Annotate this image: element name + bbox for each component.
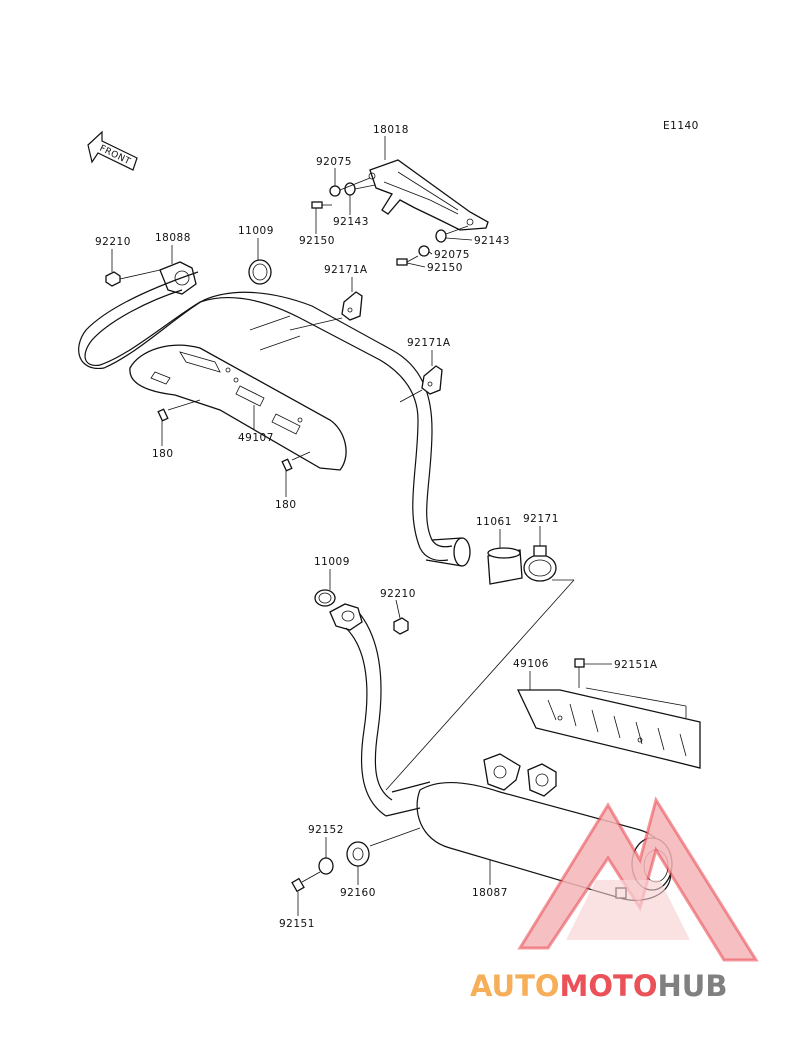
washer-92075-b-icon: [418, 245, 430, 257]
label-92152: 92152: [308, 824, 344, 836]
heat-guard-49106: [516, 689, 701, 769]
washer-92075-a-icon: [329, 185, 341, 197]
clamp-92171A-b-icon: [399, 365, 443, 403]
collar-92143-b-icon: [435, 229, 447, 243]
bolt-92150-b-icon: [396, 255, 419, 266]
label-92171A-a: 92171A: [324, 264, 368, 276]
exhaust-pipe-rear: [329, 603, 431, 817]
label-180-b: 180: [275, 499, 297, 511]
collar-92152-icon: [318, 857, 334, 875]
label-92171A-b: 92171A: [407, 337, 451, 349]
watermark-hub: HUB: [658, 969, 728, 1003]
screw-92151A-icon: [574, 658, 585, 688]
gasket-11009-b-icon: [314, 589, 336, 607]
clamp-92171A-a-icon: [289, 291, 363, 331]
label-92151: 92151: [279, 918, 315, 930]
label-92151A: 92151A: [614, 659, 658, 671]
label-92210-b: 92210: [380, 588, 416, 600]
label-180-a: 180: [152, 448, 174, 460]
label-18088: 18088: [155, 232, 191, 244]
screw-180-a-icon: [157, 399, 201, 422]
svg-text:AUTOMOTOHUB: AUTOMOTOHUB: [470, 969, 727, 1003]
watermark-auto: AUTO: [470, 969, 560, 1003]
joint-pipe-11061-icon: [487, 547, 523, 585]
automotohub-watermark-logo: AUTOMOTOHUB: [470, 796, 759, 1003]
label-92143-a: 92143: [333, 216, 369, 228]
label-92210-a: 92210: [95, 236, 131, 248]
label-18087: 18087: [472, 887, 508, 899]
muffler-bracket-18018: [368, 159, 489, 231]
label-11061: 11061: [476, 516, 512, 528]
part-labels: 18018 92075 92143 92150 92143 92075 9215…: [95, 124, 658, 930]
label-92143-b: 92143: [474, 235, 510, 247]
label-18018: 18018: [373, 124, 409, 136]
label-92075-a: 92075: [316, 156, 352, 168]
nut-92210-a-icon: [105, 269, 161, 287]
diagram-code: E1140: [663, 120, 699, 132]
bolt-92151-icon: [291, 871, 321, 893]
front-arrow-icon: FRONT: [87, 130, 138, 171]
label-92171: 92171: [523, 513, 559, 525]
label-11009-a: 11009: [238, 225, 274, 237]
nut-92210-b-icon: [393, 617, 409, 635]
label-49106: 49106: [513, 658, 549, 670]
screw-180-b-icon: [281, 451, 311, 472]
watermark-moto: MOTO: [560, 969, 658, 1003]
label-92150-b: 92150: [427, 262, 463, 274]
grommet-92160-icon: [346, 841, 370, 867]
gasket-11009-a-icon: [248, 259, 272, 285]
label-92150-a: 92150: [299, 235, 335, 247]
heat-guard-49107: [129, 344, 347, 471]
label-92160: 92160: [340, 887, 376, 899]
label-49107: 49107: [238, 432, 274, 444]
exhaust-pipe-front-18088: [78, 261, 471, 567]
bolt-92150-a-icon: [311, 201, 332, 209]
label-11009-b: 11009: [314, 556, 350, 568]
label-92075-b: 92075: [434, 249, 470, 261]
clamp-92171-icon: [523, 540, 557, 582]
